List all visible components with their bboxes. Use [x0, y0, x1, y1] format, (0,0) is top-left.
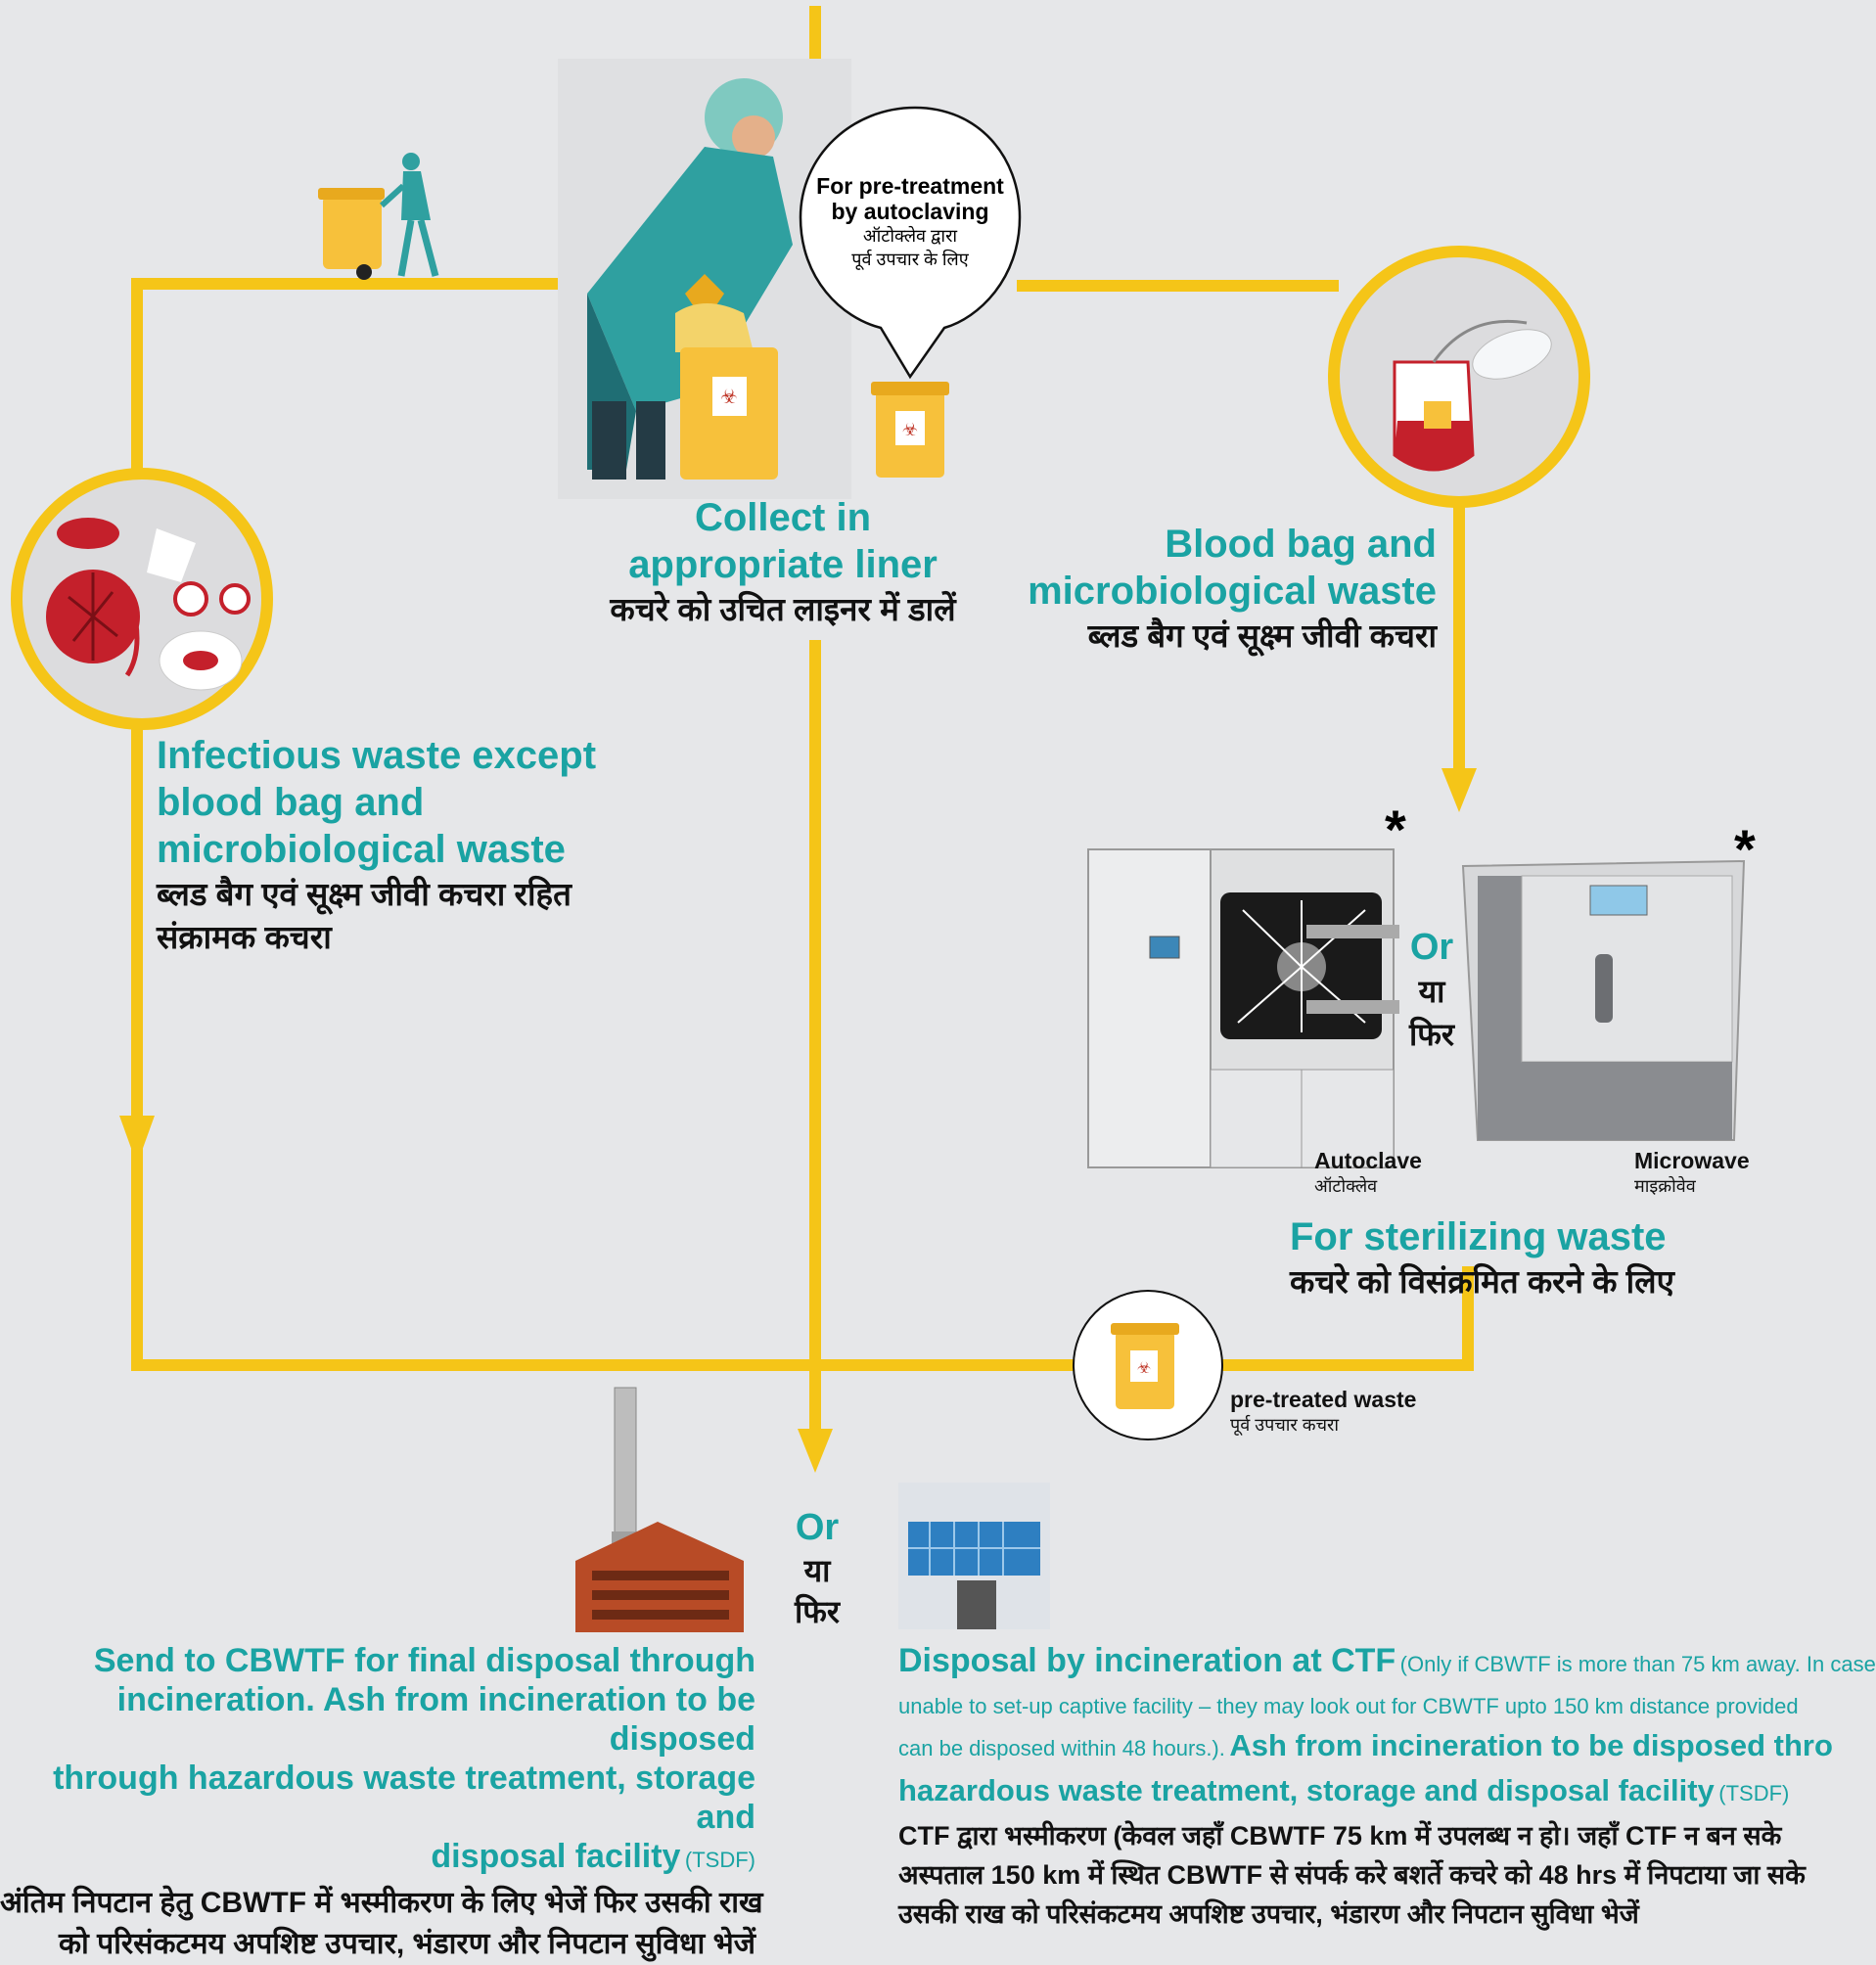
- blood-bag-title2: microbiological waste: [1028, 570, 1437, 613]
- callout-line1: For pre-treatment: [816, 173, 1004, 199]
- svg-text:☣: ☣: [720, 387, 738, 408]
- ctf-hindi2: अस्पताल 150 km में स्थित CBWTF से संपर्क…: [898, 1860, 1806, 1890]
- infectious-title2: blood bag and: [157, 781, 425, 824]
- or-machines-en: Or: [1409, 927, 1454, 968]
- infectious-block: Infectious waste except blood bag and mi…: [157, 732, 705, 959]
- pretreated-label: pre-treated waste: [1230, 1387, 1417, 1412]
- autoclave-icon: [1087, 848, 1399, 1168]
- or-disposal-hi2: फिर: [794, 1594, 841, 1629]
- autoclave-label-block: Autoclave ऑटोक्लेव: [1314, 1148, 1422, 1198]
- cbwtf-line4: disposal facility: [431, 1838, 681, 1875]
- collect-title1: Collect in: [694, 496, 872, 539]
- arrow-down-icon: [798, 1429, 833, 1473]
- cbwtf-tsdf: (TSDF): [684, 1848, 755, 1872]
- ctf-note3: can be disposed within 48 hours.).: [898, 1736, 1225, 1760]
- cbwtf-line2: incineration. Ash from incineration to b…: [116, 1681, 755, 1758]
- svg-text:☣: ☣: [902, 420, 918, 439]
- infectious-waste-circle: [11, 468, 273, 730]
- ctf-building-icon: [898, 1483, 1050, 1629]
- factory-icon: [575, 1387, 744, 1632]
- ctf-tsdf: (TSDF): [1718, 1781, 1790, 1805]
- ctf-note2: unable to set-up captive facility – they…: [898, 1694, 1799, 1718]
- ctf-hindi3: उसकी राख को परिसंकटमय अपशिष्ट उपचार, भंड…: [898, 1899, 1639, 1929]
- or-disposal-hi1: या: [803, 1553, 831, 1588]
- autoclave-hindi: ऑटोक्लेव: [1314, 1176, 1378, 1196]
- or-machines-hi1: या: [1418, 974, 1445, 1009]
- or-disposal-en: Or: [795, 1507, 840, 1548]
- infectious-title3: microbiological waste: [157, 828, 566, 871]
- cbwtf-line1: Send to CBWTF for final disposal through: [93, 1642, 755, 1679]
- ctf-block: Disposal by incineration at CTF (Only if…: [898, 1641, 1876, 1934]
- sterilizing-title: For sterilizing waste: [1290, 1215, 1667, 1258]
- cbwtf-hindi1: अंतिम निपटान हेतु CBWTF में भस्मीकरण के …: [0, 1887, 763, 1919]
- blood-bag-title1: Blood bag and: [1165, 523, 1437, 566]
- sterilizing-block: For sterilizing waste कचरे को विसंक्रमित…: [1290, 1213, 1779, 1303]
- microwave-icon: [1461, 859, 1746, 1141]
- infectious-hindi2: संक्रामक कचरा: [157, 919, 332, 955]
- pretreated-waste-circle: ☣: [1073, 1290, 1223, 1440]
- arrow-down-icon: [1441, 768, 1477, 812]
- ctf-ash1: Ash from incineration to be disposed thr…: [1229, 1728, 1833, 1762]
- autoclave-asterisk: *: [1385, 799, 1406, 860]
- ctf-title: Disposal by incineration at CTF: [898, 1642, 1396, 1679]
- pretreated-hindi: पूर्व उपचार कचरा: [1230, 1415, 1340, 1435]
- worker-collecting-icon: ☣: [558, 59, 851, 499]
- cbwtf-block: Send to CBWTF for final disposal through…: [0, 1641, 763, 1965]
- callout-hindi2: पूर्व उपचार के लिए: [851, 250, 969, 269]
- autoclave-label: Autoclave: [1314, 1148, 1422, 1173]
- microwave-hindi: माइक्रोवेव: [1634, 1176, 1696, 1196]
- ctf-note1: (Only if CBWTF is more than 75 km away. …: [1399, 1652, 1876, 1676]
- ctf-ash2: hazardous waste treatment, storage and d…: [898, 1773, 1715, 1807]
- callout-text: For pre-treatment by autoclaving ऑटोक्ले…: [812, 173, 1008, 271]
- callout-line2: by autoclaving: [831, 199, 989, 224]
- callout-hindi1: ऑटोक्लेव द्वारा: [862, 226, 958, 246]
- or-machines-hi2: फिर: [1408, 1017, 1455, 1052]
- worker-cart-icon: [318, 153, 439, 280]
- collect-title2: appropriate liner: [628, 543, 938, 586]
- flow-lines: [131, 6, 1474, 1435]
- collect-block: Collect in appropriate liner कचरे को उचि…: [548, 494, 1018, 631]
- ctf-hindi1: CTF द्वारा भस्मीकरण (केवल जहाँ CBWTF 75 …: [898, 1821, 1782, 1851]
- sterilizing-hindi: कचरे को विसंक्रमित करने के लिए: [1290, 1263, 1674, 1300]
- cbwtf-line3: through hazardous waste treatment, stora…: [53, 1759, 755, 1836]
- small-bin-icon: ☣: [871, 382, 949, 478]
- cbwtf-hindi2: को परिसंकटमय अपशिष्ट उपचार, भंडारण और नि…: [58, 1928, 755, 1960]
- svg-text:☣: ☣: [1137, 1360, 1151, 1377]
- or-machines: Or या फिर: [1397, 925, 1466, 1056]
- or-disposal: Or या फिर: [783, 1505, 851, 1632]
- microwave-asterisk: *: [1734, 818, 1756, 880]
- flow-diagram: ☣ ☣: [11, 6, 1746, 1632]
- blood-bag-block: Blood bag and microbiological waste ब्लड…: [979, 521, 1437, 658]
- callout-bubble: [799, 106, 1022, 380]
- microwave-label: Microwave: [1634, 1148, 1750, 1173]
- infectious-hindi1: ब्लड बैग एवं सूक्ष्म जीवी कचरा रहित: [157, 876, 572, 912]
- blood-bag-circle: [1328, 246, 1590, 508]
- blood-bag-hindi: ब्लड बैग एवं सूक्ष्म जीवी कचरा: [1087, 617, 1437, 654]
- microwave-label-block: Microwave माइक्रोवेव: [1634, 1148, 1750, 1198]
- pretreated-block: pre-treated waste पूर्व उपचार कचरा: [1230, 1387, 1416, 1437]
- arrow-down-icon: [119, 1116, 155, 1165]
- infectious-title1: Infectious waste except: [157, 734, 597, 777]
- collect-hindi: कचरे को उचित लाइनर में डालें: [610, 591, 956, 627]
